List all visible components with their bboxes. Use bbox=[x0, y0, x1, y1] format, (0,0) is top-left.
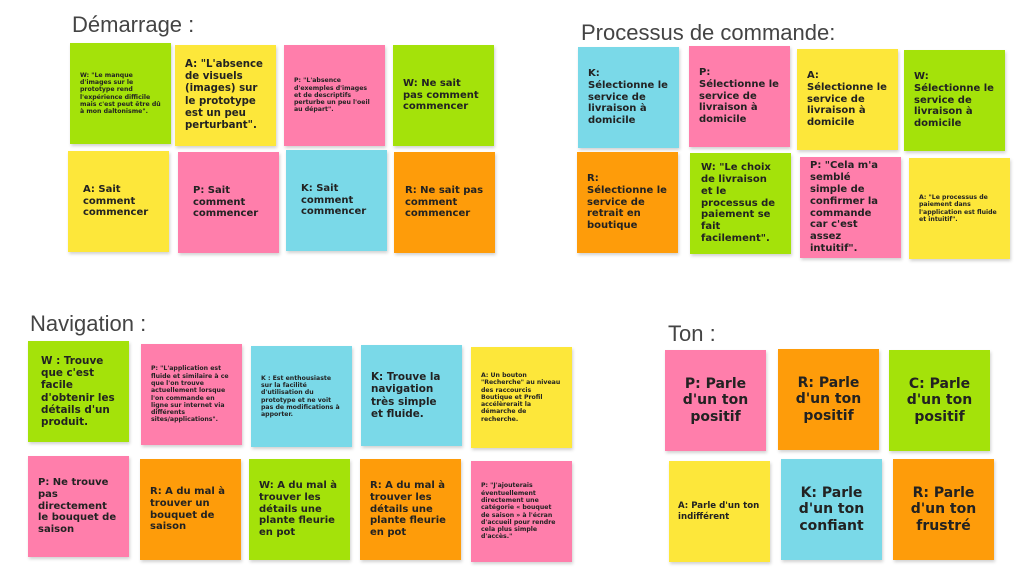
section-title-navigation: Navigation : bbox=[30, 311, 147, 336]
sticky-note[interactable]: A: Sélectionne le service de livraison à… bbox=[797, 49, 898, 150]
sticky-note[interactable]: W : Trouve que c'est facile d'obtenir le… bbox=[28, 341, 129, 442]
sticky-note[interactable]: P: Sait comment commencer bbox=[178, 152, 279, 253]
sticky-note[interactable]: W: Ne sait pas comment commencer bbox=[393, 45, 494, 146]
sticky-note[interactable]: P: Sélectionne le service de livraison à… bbox=[689, 46, 790, 147]
sticky-note[interactable]: A: Sait comment commencer bbox=[68, 151, 169, 252]
sticky-note[interactable]: K: Parle d'un ton confiant bbox=[781, 459, 882, 560]
sticky-note[interactable]: C: Parle d'un ton positif bbox=[889, 350, 990, 451]
section-title-demarrage: Démarrage : bbox=[72, 12, 195, 37]
sticky-note[interactable]: K : Est enthousiaste sur la facilité d'u… bbox=[251, 346, 352, 447]
sticky-note[interactable]: R: Parle d'un ton frustré bbox=[893, 459, 994, 560]
sticky-note[interactable]: P: Parle d'un ton positif bbox=[665, 350, 766, 451]
section-title-processus-commande: Processus de commande: bbox=[581, 20, 836, 45]
sticky-note[interactable]: K: Sélectionne le service de livraison à… bbox=[578, 47, 679, 148]
sticky-note[interactable]: P: "Cela m'a semblé simple de confirmer … bbox=[800, 157, 901, 258]
sticky-note[interactable]: R: A du mal à trouver un bouquet de sais… bbox=[140, 459, 241, 560]
sticky-note[interactable]: W: "Le choix de livraison et le processu… bbox=[690, 153, 791, 254]
sticky-note[interactable]: P: "L'absence d'exemples d'images et de … bbox=[284, 45, 385, 146]
sticky-note[interactable]: K: Sait comment commencer bbox=[286, 150, 387, 251]
sticky-note[interactable]: P: "L'application est fluide et similair… bbox=[141, 344, 242, 445]
sticky-note[interactable]: W: A du mal à trouver les détails une pl… bbox=[249, 459, 350, 560]
sticky-note[interactable]: W: Sélectionne le service de livraison à… bbox=[904, 50, 1005, 151]
sticky-note[interactable]: R: Parle d'un ton positif bbox=[778, 349, 879, 450]
sticky-note[interactable]: A: Parle d'un ton indifférent bbox=[669, 461, 770, 562]
sticky-note[interactable]: P: Ne trouve pas directement le bouquet … bbox=[28, 456, 129, 557]
sticky-note[interactable]: A: "L'absence de visuels (images) sur le… bbox=[175, 45, 276, 146]
sticky-note[interactable]: W: "Le manque d'images sur le prototype … bbox=[70, 43, 171, 144]
sticky-note[interactable]: R: A du mal à trouver les détails une pl… bbox=[360, 459, 461, 560]
sticky-note[interactable]: A: Un bouton "Recherche" au niveau des r… bbox=[471, 347, 572, 448]
sticky-note[interactable]: K: Trouve la navigation très simple et f… bbox=[361, 345, 462, 446]
sticky-note[interactable]: A: "Le processus de paiement dans l'appl… bbox=[909, 158, 1010, 259]
sticky-note[interactable]: R: Sélectionne le service de retrait en … bbox=[577, 152, 678, 253]
sticky-note[interactable]: R: Ne sait pas comment commencer bbox=[394, 152, 495, 253]
section-title-ton: Ton : bbox=[668, 321, 716, 346]
sticky-note[interactable]: P: "J'ajouterais éventuellement directem… bbox=[471, 461, 572, 562]
